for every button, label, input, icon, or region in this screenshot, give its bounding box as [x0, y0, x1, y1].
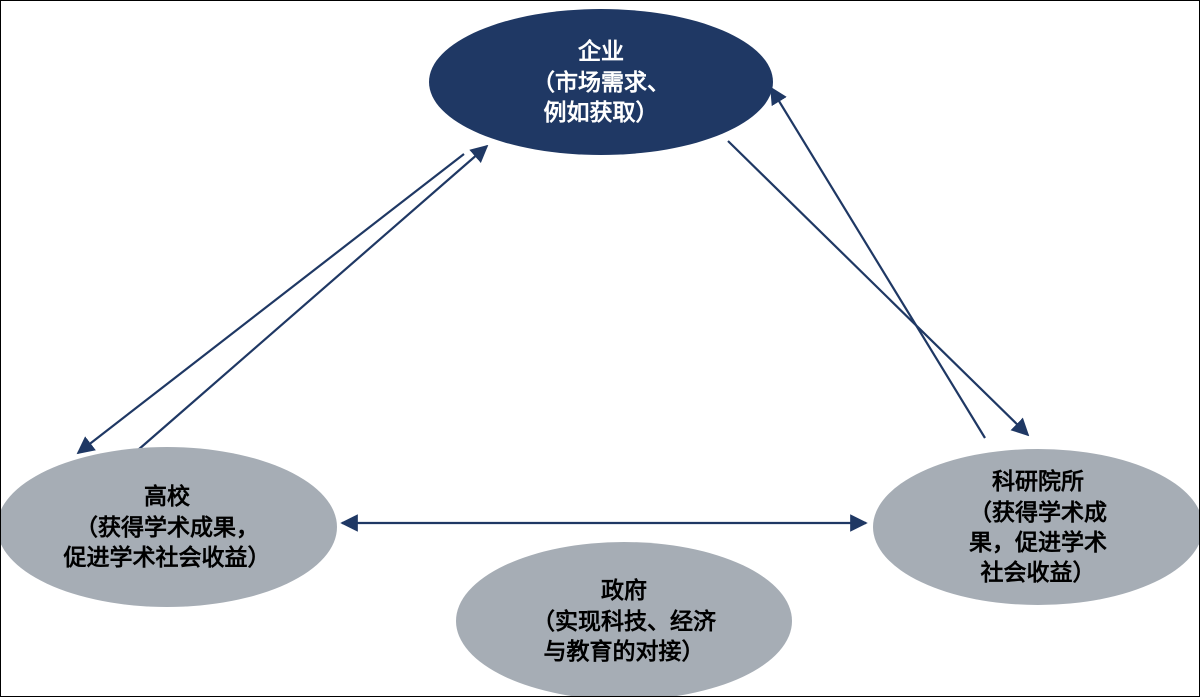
node-university-label: 高校 （获得学术成果， 促进学术社会收益） [63, 483, 271, 571]
arrow-enterprise-to-university [76, 153, 465, 455]
node-university: 高校 （获得学术成果， 促进学术社会收益） [1, 447, 337, 607]
node-enterprise-label: 企业 （市场需求、 例如获取） [532, 38, 670, 126]
arrow-enterprise-to-research [727, 140, 1030, 437]
arrow-research-to-enterprise [770, 86, 986, 439]
node-research-institute: 科研院所 （获得学术成 果，促进学术 社会收益） [873, 449, 1199, 605]
arrow-university-to-enterprise [137, 144, 489, 451]
node-government-label: 政府 （实现科技、经济 与教育的对接） [532, 577, 716, 665]
node-research-institute-label: 科研院所 （获得学术成 果，促进学术 社会收益） [969, 468, 1107, 586]
node-government: 政府 （实现科技、经济 与教育的对接） [456, 542, 792, 696]
node-enterprise: 企业 （市场需求、 例如获取） [429, 9, 773, 155]
